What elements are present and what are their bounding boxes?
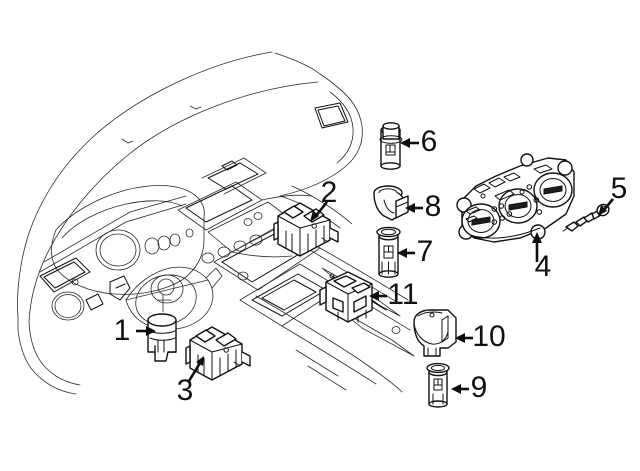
part-6-bulb-socket-large bbox=[379, 122, 403, 170]
callout-label-5: 5 bbox=[611, 172, 628, 205]
part-1-rotary-knob-switch bbox=[147, 313, 177, 362]
part-3-switch-block-lower bbox=[185, 326, 251, 381]
callout-label-3: 3 bbox=[177, 374, 194, 407]
callout-label-10: 10 bbox=[472, 320, 505, 353]
callout-label-1: 1 bbox=[114, 314, 131, 347]
part-11-window-switch-block bbox=[319, 271, 373, 323]
callout-leaders bbox=[136, 138, 614, 394]
callout-label-7: 7 bbox=[417, 235, 434, 268]
callout-label-9: 9 bbox=[471, 371, 488, 404]
part-2-switch-block-upper bbox=[273, 202, 339, 257]
part-7-bulb-socket-medium bbox=[376, 226, 401, 278]
callout-label-11: 11 bbox=[387, 278, 418, 311]
part-9-bulb-socket-small bbox=[426, 362, 450, 408]
callout-numbers: 1 2 3 4 5 6 7 8 9 10 11 bbox=[114, 125, 628, 407]
callout-label-6: 6 bbox=[421, 125, 438, 158]
part-10-sensor-module bbox=[413, 309, 457, 357]
instrument-panel-assembly bbox=[17, 51, 415, 395]
callout-label-4: 4 bbox=[535, 250, 552, 283]
callout-label-8: 8 bbox=[425, 190, 442, 223]
part-8-bulb-holder-angled bbox=[373, 185, 409, 221]
part-4-climate-control-unit bbox=[456, 153, 575, 243]
part-5-bulb bbox=[562, 203, 610, 232]
callout-label-2: 2 bbox=[321, 176, 338, 209]
